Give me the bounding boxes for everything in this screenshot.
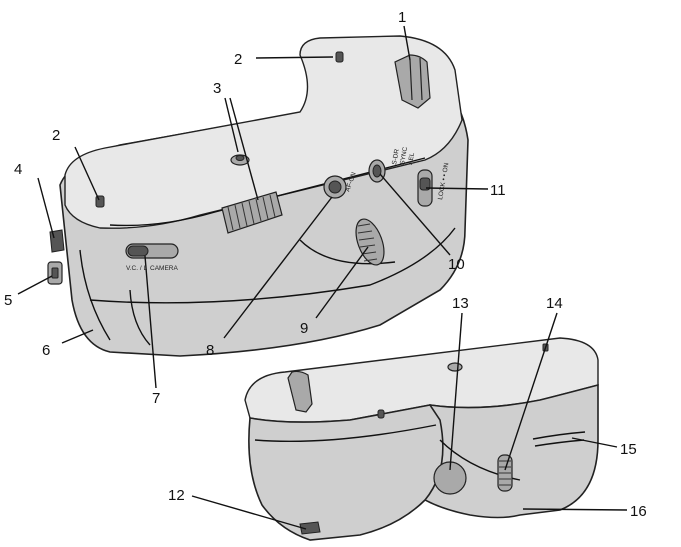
callout-10: 10	[448, 256, 465, 273]
callout-16: 16	[630, 503, 647, 520]
callout-numbers: 1 2 3 2 4 5 6 7 8 9 10 11 12 13 14 15 16	[4, 9, 647, 520]
callout-2-top: 2	[234, 51, 242, 68]
callout-4: 4	[14, 161, 22, 178]
lower-alignment-pin	[377, 409, 385, 419]
lower-strap-eyelet	[299, 521, 321, 535]
mode-switch-left-label: V.C. / L	[126, 265, 147, 272]
callout-6: 6	[42, 342, 50, 359]
alignment-pin-top	[335, 51, 344, 63]
sync-label-2: SYNC	[399, 146, 409, 165]
leader-lines	[17, 25, 628, 530]
callout-8: 8	[206, 342, 214, 359]
upper-grip-top-plate	[64, 35, 463, 229]
sync-label-3: AEL	[407, 152, 416, 166]
lower-contacts-prong	[287, 370, 313, 413]
callout-14: 14	[546, 295, 563, 312]
callout-11: 11	[490, 182, 506, 199]
grip-grooves	[532, 431, 586, 440]
hand-grip-contour	[79, 249, 151, 346]
sync-label-1: S-DR	[391, 148, 401, 165]
callout-5: 5	[4, 292, 12, 309]
callout-12: 12	[168, 487, 185, 504]
callout-2-left: 2	[52, 127, 60, 144]
callout-15: 15	[620, 441, 637, 458]
callout-13: 13	[452, 295, 469, 312]
lower-grip	[244, 337, 599, 541]
upper-grip: V.C. / L CAMERA AF-ON S-DR SYNC AEL LOCK…	[47, 35, 469, 357]
lower-grip-front-body	[248, 404, 444, 541]
lower-mounting-screw	[447, 362, 463, 372]
callout-7: 7	[152, 390, 160, 407]
callout-1: 1	[398, 9, 406, 26]
callout-9: 9	[300, 320, 308, 337]
mounting-wheel	[221, 191, 283, 234]
callout-3: 3	[213, 80, 221, 97]
sub-command-dial	[497, 454, 513, 492]
mode-switch-right-label: CAMERA	[150, 265, 178, 272]
